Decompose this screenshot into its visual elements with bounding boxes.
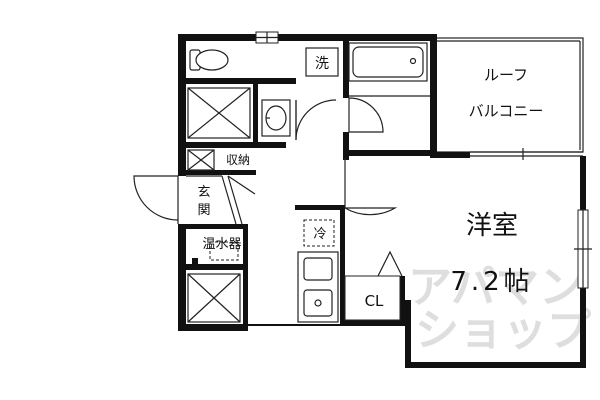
entrance-area: 玄 関 xyxy=(186,175,256,225)
water-heater-label: 温水器 xyxy=(202,237,241,252)
bathtub-icon xyxy=(348,42,428,82)
western-room-size: 7.2帖 xyxy=(450,267,533,297)
storage-label: 収納 xyxy=(226,153,250,167)
doors xyxy=(133,97,398,224)
svg-text:ショップ: ショップ xyxy=(415,305,591,356)
svg-text:アパマン: アパマン xyxy=(408,262,583,313)
window-right xyxy=(574,209,592,289)
kitchen-counter xyxy=(297,251,339,323)
lower-storage xyxy=(187,273,241,323)
water-heater: 温水器 xyxy=(192,237,242,264)
roof-balcony-label-2: バルコニー xyxy=(469,102,544,120)
window-top xyxy=(255,31,279,44)
entrance-label-2: 関 xyxy=(197,203,210,218)
western-room-label: 洋室 xyxy=(466,211,518,241)
shower-unit xyxy=(187,87,251,139)
wash-basin-icon xyxy=(261,99,291,137)
closet: CL xyxy=(344,250,403,321)
storage-space: 収納 xyxy=(187,149,250,171)
fridge-label: 冷 xyxy=(313,227,326,242)
entrance-label-1: 玄 xyxy=(197,185,210,200)
washer-space: 洗 xyxy=(305,47,339,77)
apaman-shop-watermark-logo: アパマン ショップ xyxy=(408,262,591,356)
fridge-space: 冷 xyxy=(303,219,335,247)
washer-label: 洗 xyxy=(315,56,329,72)
toilet-icon xyxy=(189,49,229,71)
roof-balcony-label-1: ルーフ xyxy=(484,66,528,84)
roof-balcony xyxy=(432,37,584,160)
closet-label: CL xyxy=(365,292,384,310)
